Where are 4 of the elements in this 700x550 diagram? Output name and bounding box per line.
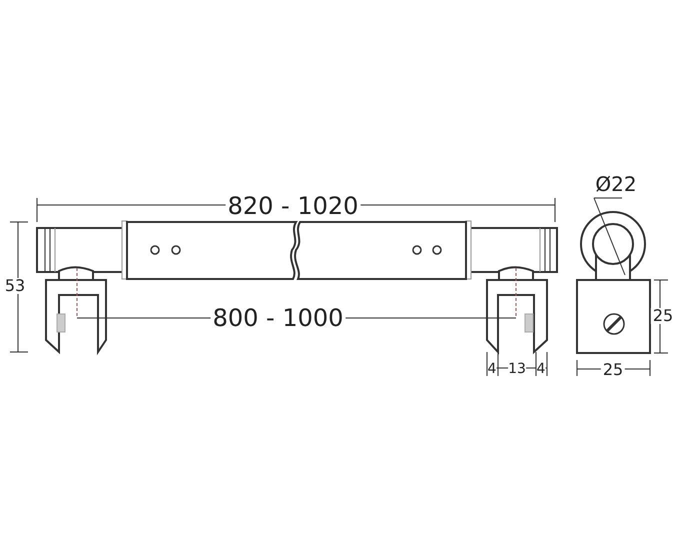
dimension-label: 25 [600,362,626,378]
dimension-label: 4 [488,362,496,376]
dimension-label: 4 [536,362,546,376]
dimension-label: 13 [508,362,526,376]
